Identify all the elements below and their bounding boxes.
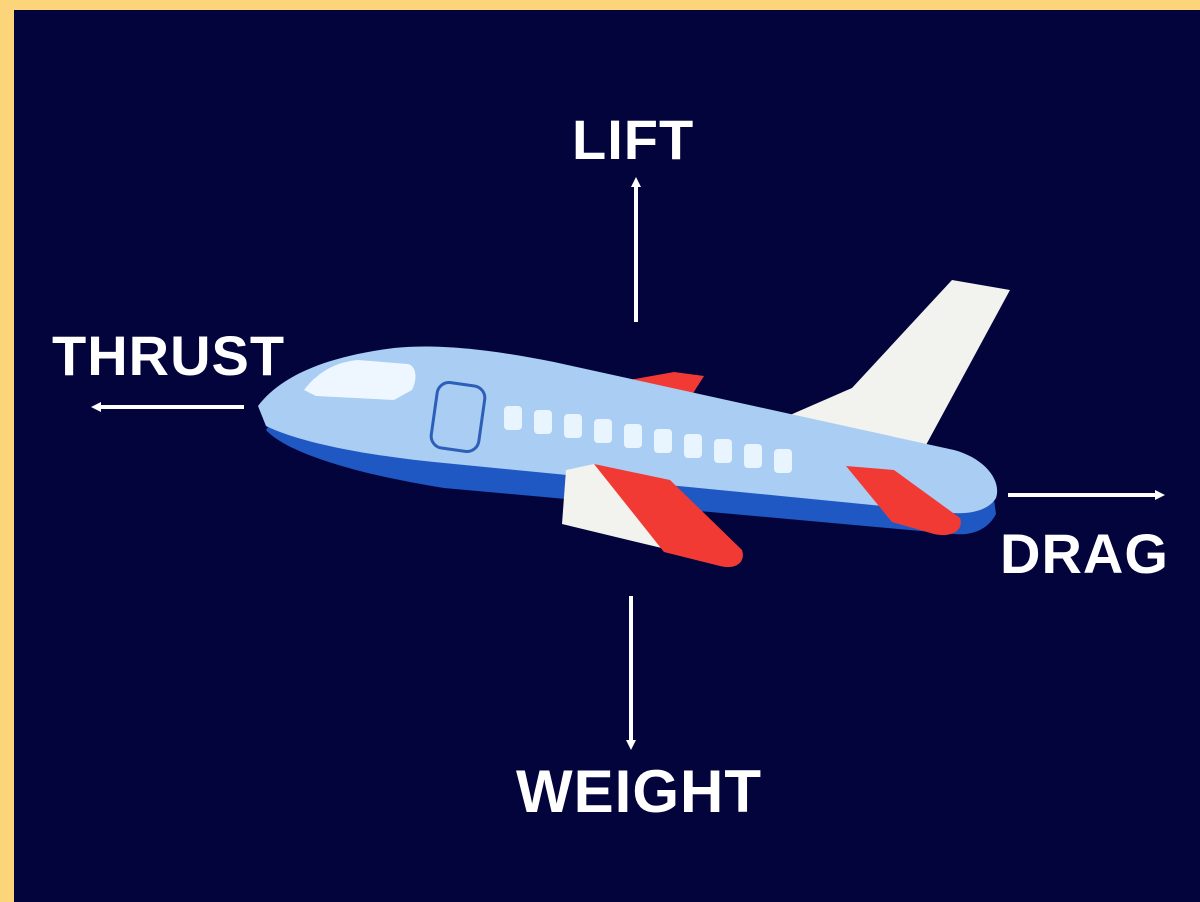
airplane (258, 280, 1010, 567)
thrust-label: THRUST (52, 328, 285, 384)
lift-label: LIFT (572, 112, 694, 168)
drag-label: DRAG (1000, 526, 1169, 582)
diagram-panel: LIFT THRUST DRAG WEIGHT (14, 10, 1200, 902)
weight-label: WEIGHT (516, 762, 762, 822)
